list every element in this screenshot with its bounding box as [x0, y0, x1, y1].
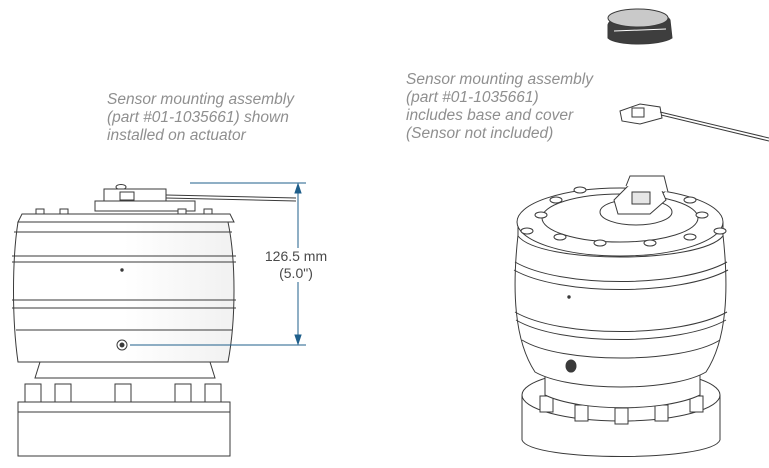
installed-caption: Sensor mounting assembly (part #01-10356…	[107, 91, 294, 145]
sensor-cover-part	[607, 8, 673, 45]
assembly-caption-line-1: Sensor mounting assembly	[406, 71, 593, 88]
height-dimension	[130, 182, 306, 346]
actuator-side-view	[12, 184, 297, 457]
assembly-caption-line-3: includes base and cover	[406, 107, 574, 124]
sensor-base-part	[619, 103, 769, 142]
sensor-mount-side	[94, 184, 297, 212]
dimension-imperial: (5.0")	[279, 265, 313, 281]
installed-caption-line-3: installed on actuator	[107, 127, 246, 144]
top-bolts	[35, 208, 213, 215]
dimension-metric: 126.5 mm	[264, 248, 328, 264]
base-bolts-side	[24, 383, 222, 405]
installed-caption-line-2: (part #01-1035661) shown	[107, 109, 289, 126]
assembly-caption-line-2: (part #01-1035661)	[406, 89, 539, 106]
assembly-caption: Sensor mounting assembly (part #01-10356…	[406, 71, 593, 143]
height-dimension-label: 126.5 mm (5.0")	[246, 248, 346, 282]
assembly-caption-line-4: (Sensor not included)	[406, 125, 554, 142]
installed-caption-line-1: Sensor mounting assembly	[107, 91, 294, 108]
base-bolts-iso	[539, 395, 704, 425]
actuator-isometric-view	[513, 175, 729, 457]
